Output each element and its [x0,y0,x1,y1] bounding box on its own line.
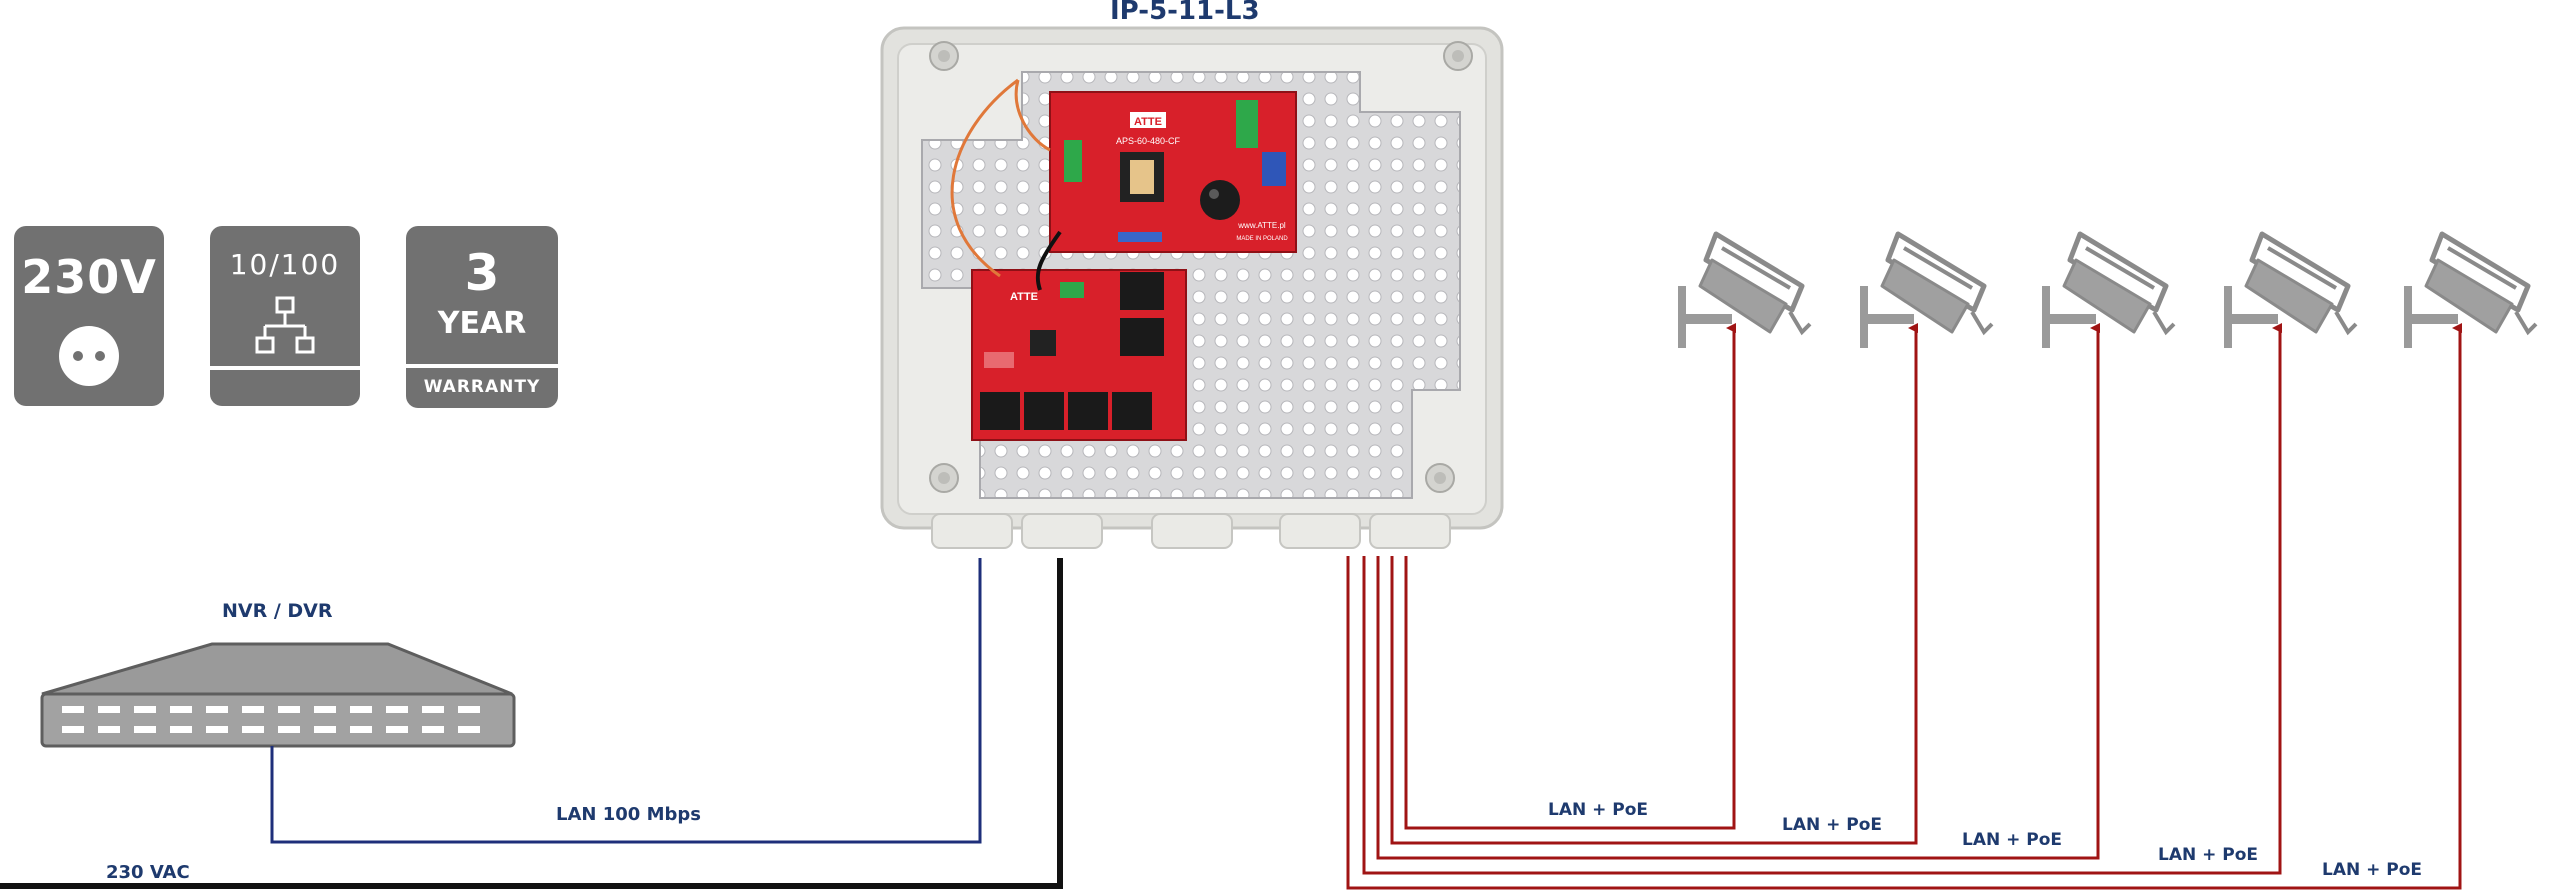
switch-board: ATTE [971,269,1187,441]
power-socket-icon [59,326,119,386]
nvr-slot [314,706,336,713]
psu-url: www.ATTE.pl [1237,221,1286,230]
internal-ground-wire [950,78,1019,278]
nvr-slot [422,726,444,733]
switch-brand: ATTE [1010,291,1038,303]
nvr-label: NVR / DVR [222,600,333,622]
poe-cables [1346,323,2462,890]
nvr-slot [386,706,408,713]
nvr-slot [314,726,336,733]
nvr-slot [170,726,192,733]
nvr-slot [206,706,228,713]
camera-link-label-5: LAN + PoE [2322,860,2423,880]
nvr-slot [458,726,480,733]
ip-cameras [1678,231,2538,348]
nvr-slot [278,726,300,733]
camera-link-label-2: LAN + PoE [1782,815,1883,835]
psu-origin: MADE IN POLAND [1236,236,1288,242]
badge-230v-value: 230V [21,250,157,304]
nvr-slot [242,726,264,733]
nvr-slot [242,706,264,713]
camera-icon-3 [2042,231,2176,348]
poe-cable-5 [1346,323,2462,890]
badge-ethernet: 10/100 [210,226,360,406]
nvr-slot [350,706,372,713]
nvr-slot [386,726,408,733]
badge-ethernet-footer [210,366,360,406]
nvr-slot [422,706,444,713]
badge-ethernet-value: 10/100 [229,248,341,281]
enclosure-screws [929,41,1473,493]
lan-uplink-label: LAN 100 Mbps [556,804,701,825]
camera-icon-1 [1678,231,1812,348]
nvr-slot [62,706,84,713]
power-cable-230vac [0,558,1063,889]
nvr-device [40,642,516,748]
badge-warranty-unit: YEAR [437,306,527,341]
switch-port-2 [1120,318,1164,356]
nvr-slot [134,726,156,733]
camera-icon-5 [2404,231,2538,348]
poe-cable-1 [1404,323,1736,830]
nvr-slot [458,706,480,713]
nvr-slot [350,726,372,733]
nvr-slot [62,726,84,733]
badge-warranty-value: 3 [464,244,500,302]
nvr-slot [170,706,192,713]
nvr-slot [98,726,120,733]
internal-dc-wire [1035,230,1062,291]
badge-warranty: 3 YEAR WARRANTY [406,226,558,408]
nvr-drive-slots [62,706,480,733]
psu-board: ATTE APS-60-480-CF www.ATTE.pl MADE IN P… [1049,91,1297,253]
badge-warranty-footer: WARRANTY [406,364,558,408]
nvr-slot [134,706,156,713]
lan-uplink-cable [270,558,982,844]
camera-link-label-1: LAN + PoE [1548,800,1649,820]
cable-glands [931,513,1451,549]
nvr-slot [278,706,300,713]
nvr-slot [98,706,120,713]
camera-link-label-4: LAN + PoE [2158,845,2259,865]
camera-icon-2 [1860,231,1994,348]
camera-icon-4 [2224,231,2358,348]
switch-port-5 [1068,392,1108,430]
poe-cable-2 [1390,323,1918,845]
psu-brand: ATTE [1134,116,1162,128]
poe-cable-3 [1376,323,2100,860]
psu-model: APS-60-480-CF [1116,136,1181,146]
nvr-slot [206,726,228,733]
switch-port-6 [1112,392,1152,430]
psu-logo-plate [1130,112,1166,128]
badge-230v: 230V [14,226,164,406]
switch-port-3 [980,392,1020,430]
power-label: 230 VAC [106,862,190,883]
poe-cable-4 [1362,323,2282,875]
switch-port-4 [1024,392,1064,430]
network-icon [255,296,315,354]
camera-link-label-3: LAN + PoE [1962,830,2063,850]
diagram-title: IP-5-11-L3 [1110,0,1260,26]
switch-port-1 [1120,272,1164,310]
